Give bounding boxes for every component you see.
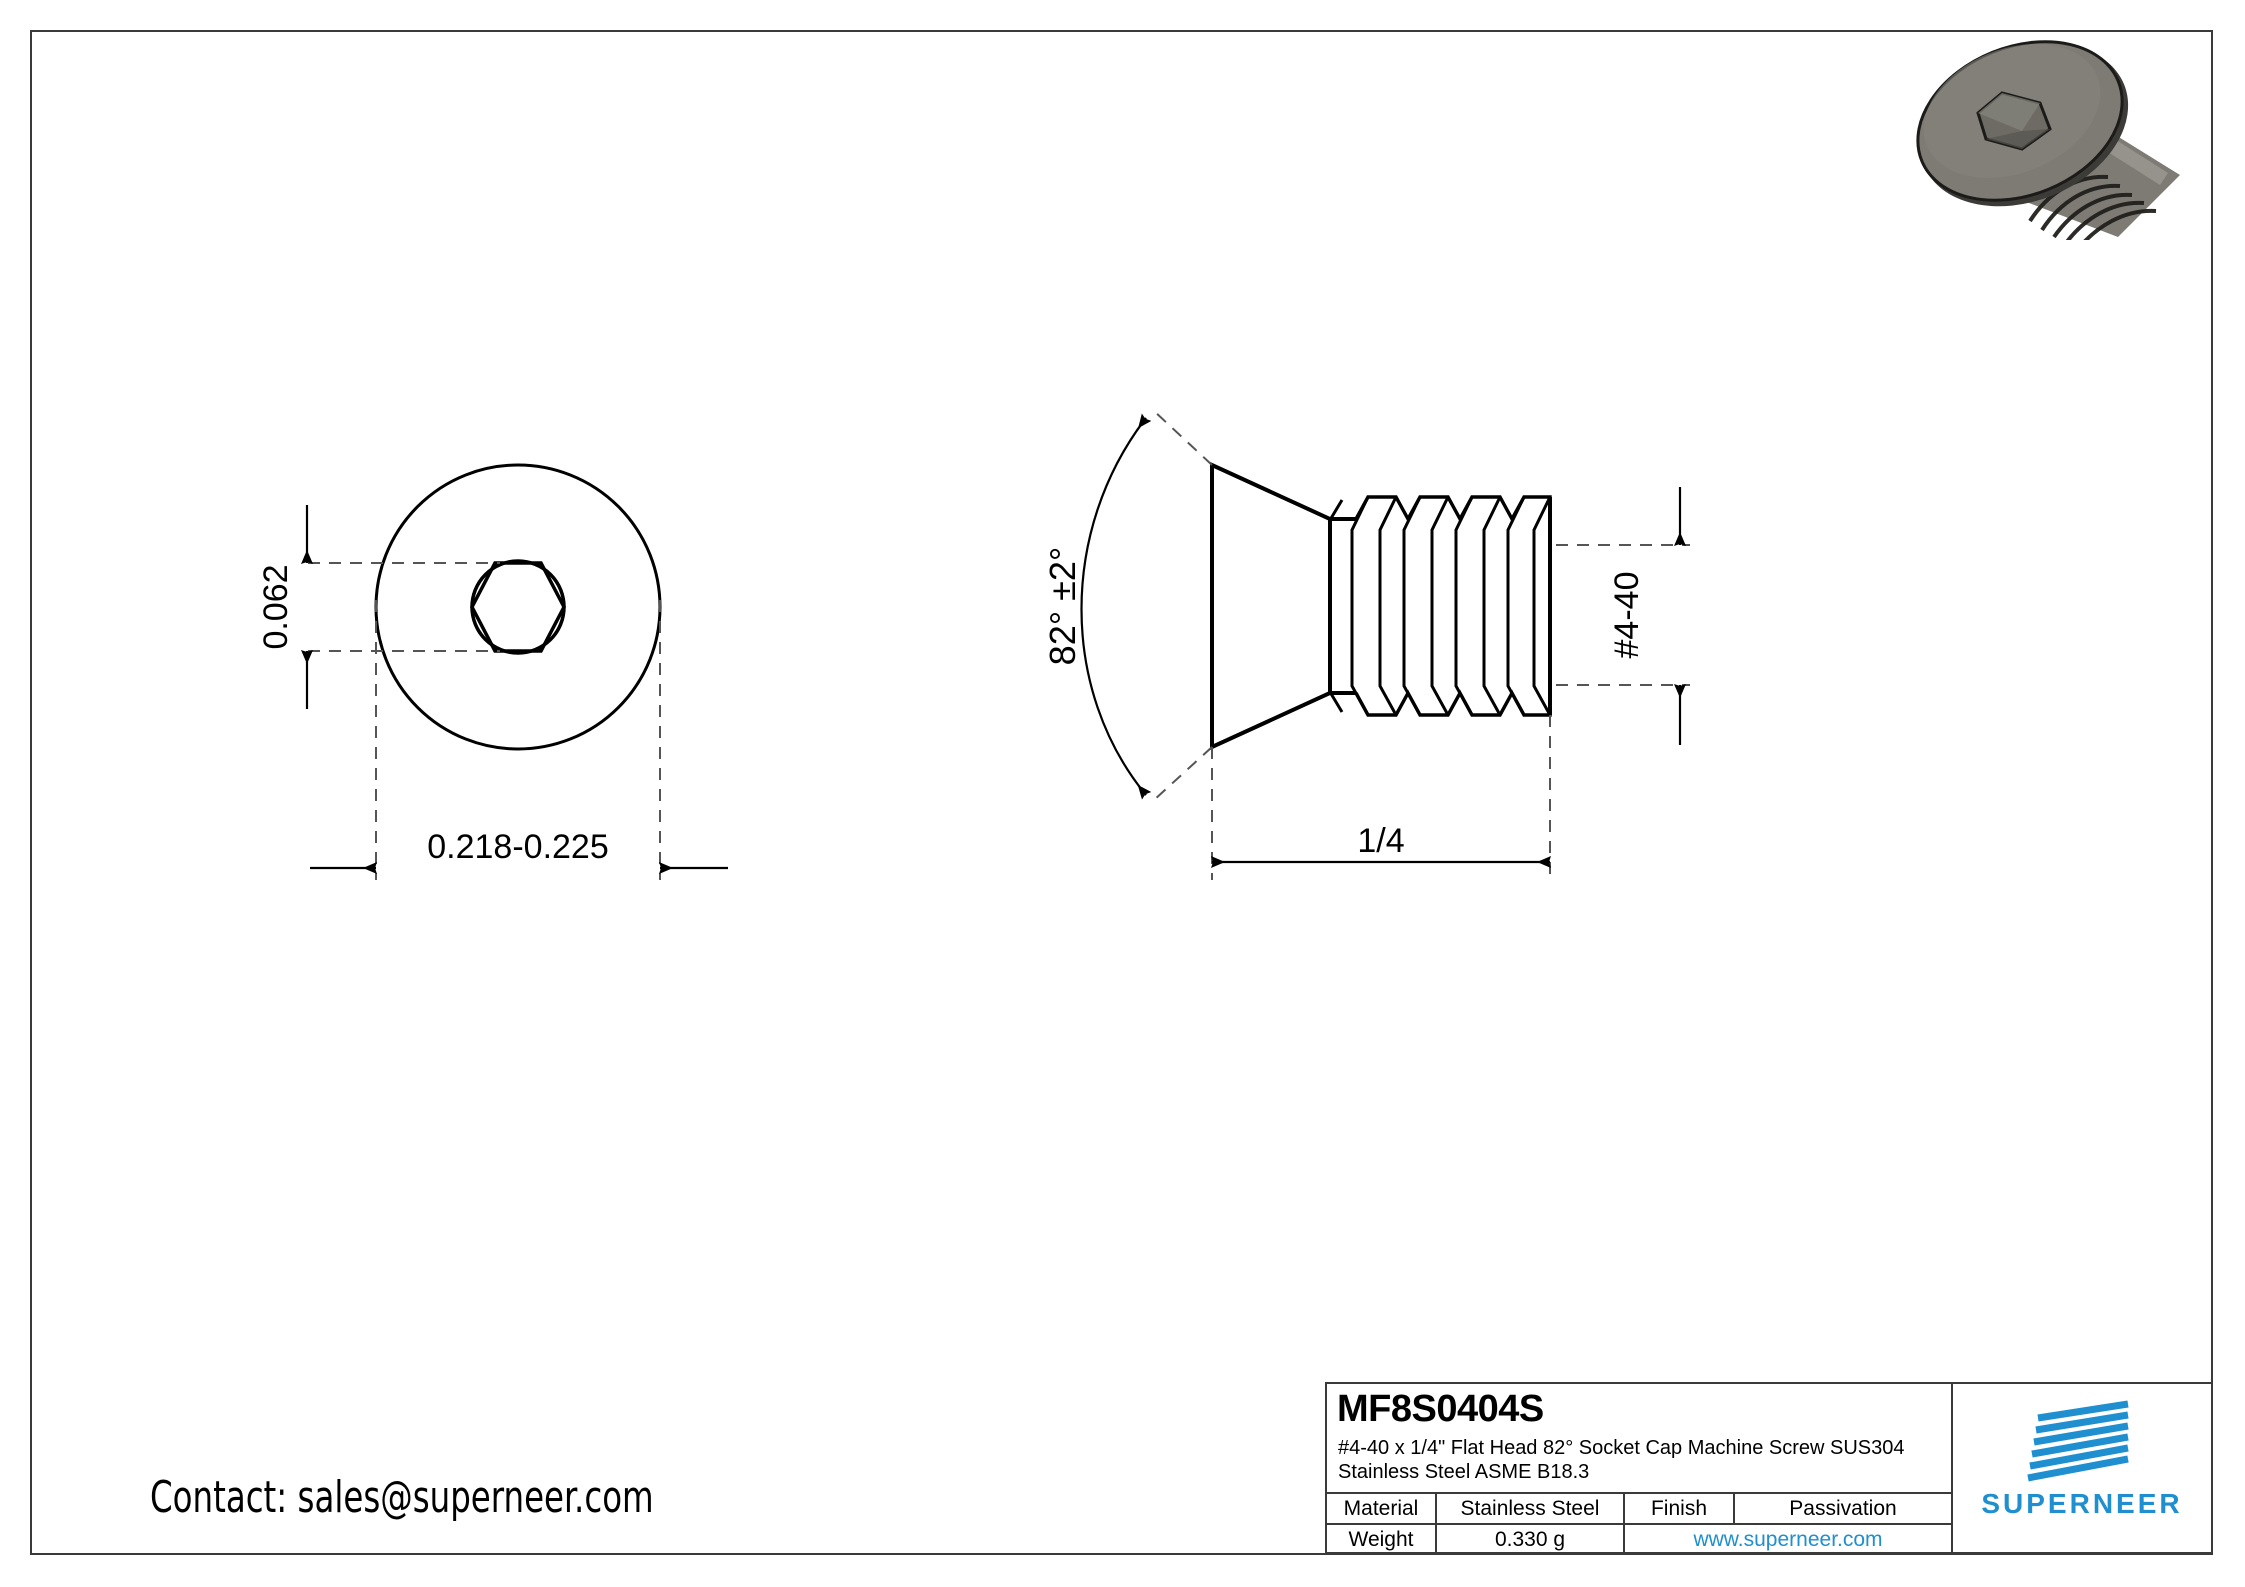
title-block: MF8S0404S #4-40 x 1/4" Flat Head 82° Soc…: [1325, 1382, 1953, 1554]
material-value: Stainless Steel: [1435, 1494, 1623, 1523]
part-number: MF8S0404S: [1337, 1388, 1544, 1430]
finish-value: Passivation: [1733, 1494, 1951, 1523]
material-label: Material: [1343, 1496, 1419, 1520]
title-block-row-weight: Weight 0.330 g www.superneer.com: [1327, 1523, 1951, 1554]
logo-panel: SUPERNEER: [1953, 1382, 2213, 1554]
screw-head-3d: [1916, 40, 2129, 207]
contact-text: Contact: sales@superneer.com: [150, 1472, 654, 1523]
part-description: #4-40 x 1/4" Flat Head 82° Socket Cap Ma…: [1338, 1437, 1905, 1483]
3d-screw-render: [1916, 40, 2180, 240]
finish-label: Finish: [1623, 1494, 1733, 1523]
weight-label: Weight: [1348, 1527, 1414, 1551]
website-link[interactable]: www.superneer.com: [1623, 1525, 1951, 1554]
superneer-logo-icon: [2027, 1400, 2129, 1482]
superneer-wordmark: SUPERNEER: [1981, 1488, 2183, 1519]
title-block-row-material: Material Stainless Steel Finish Passivat…: [1327, 1492, 1951, 1523]
weight-value: 0.330 g: [1435, 1525, 1623, 1554]
sheet-border: [30, 30, 2213, 1555]
